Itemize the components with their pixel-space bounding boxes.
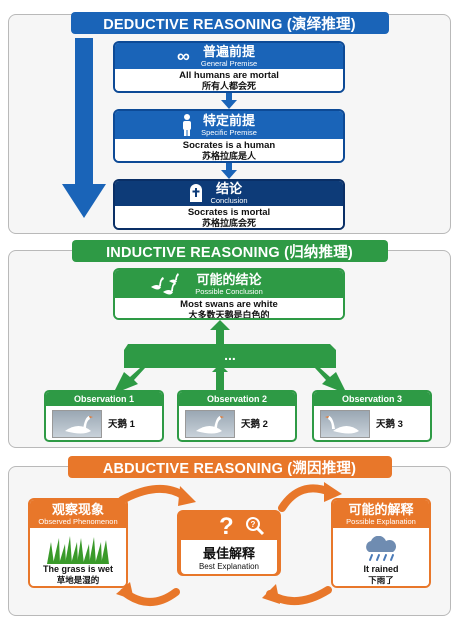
abductive-cycle-arrows: [116, 482, 342, 606]
specific-premise-text: Socrates is a human: [182, 139, 276, 151]
general-premise-title: 普遍前提: [202, 43, 255, 59]
inductive-conclusion-title: 可能的结论: [196, 271, 262, 287]
deductive-conclusion-subtitle: Conclusion: [210, 196, 248, 205]
grass-icon: [47, 536, 109, 564]
swan-photo-1: [52, 410, 102, 438]
deductive-flow-arrow: [62, 38, 106, 218]
general-premise-text: All humans are mortal: [179, 69, 279, 81]
general-premise-subtitle: General Premise: [200, 58, 258, 68]
general-premise-text-cn: 所有人都会死: [201, 80, 256, 91]
general-premise-box: ∞ 普遍前提 General Premise All humans are mo…: [113, 41, 345, 93]
svg-text:?: ?: [251, 520, 256, 529]
best-explanation-title: 最佳解释: [202, 546, 255, 561]
observation-card-3: Observation 3 天鹅 3: [312, 390, 432, 442]
observation-card-1: Observation 1 天鹅 1: [44, 390, 164, 442]
possible-explanation-text-cn: 下雨了: [368, 575, 394, 585]
best-explanation-box: ? ? 最佳解释 Best Explanation: [177, 510, 281, 576]
possible-explanation-title: 可能的解释: [348, 501, 414, 517]
deductive-arrow-2: [221, 163, 237, 179]
observation-title-2: Observation 2: [179, 392, 295, 406]
observation-label-3: 天鹅 3: [376, 419, 403, 430]
observation-label-1: 天鹅 1: [108, 419, 135, 430]
inductive-banner: INDUCTIVE REASONING (归纳推理): [71, 240, 388, 262]
inductive-conclusion-text: Most swans are white: [180, 298, 278, 310]
observed-phenomenon-text-cn: 草地是湿的: [56, 575, 100, 585]
specific-premise-text-cn: 苏格拉底是人: [201, 150, 256, 161]
deductive-banner: DEDUCTIVE REASONING (演绎推理): [70, 12, 389, 34]
specific-premise-title: 特定前提: [202, 112, 255, 128]
observation-title-3: Observation 3: [314, 392, 430, 406]
deductive-conclusion-box: 结论 Conclusion Socrates is mortal 苏格拉底会死: [113, 179, 345, 230]
observed-phenomenon-title: 观察现象: [51, 501, 104, 517]
possible-explanation-box: 可能的解释 Possible Explanation It rained 下雨了: [331, 498, 431, 588]
observed-phenomenon-box: 观察现象 Observed Phenomenon The grass is we…: [28, 498, 128, 588]
rain-cloud-icon: [366, 536, 397, 561]
possible-explanation-text: It rained: [363, 564, 399, 574]
observed-phenomenon-subtitle: Observed Phenomenon: [38, 516, 118, 526]
best-explanation-subtitle: Best Explanation: [198, 562, 260, 571]
specific-premise-box: 特定前提 Specific Premise Socrates is a huma…: [113, 109, 345, 163]
deductive-conclusion-text: Socrates is mortal: [187, 206, 271, 218]
deductive-conclusion-text-cn: 苏格拉底会死: [201, 217, 256, 228]
observation-title-1: Observation 1: [46, 392, 162, 406]
swan-photo-2: [185, 410, 235, 438]
inductive-conclusion-subtitle: Possible Conclusion: [195, 286, 263, 296]
inductive-connector: [114, 320, 346, 392]
specific-premise-subtitle: Specific Premise: [201, 127, 257, 137]
infinity-icon: ∞: [177, 46, 190, 66]
swans-icon: [151, 273, 179, 295]
magnifier-icon: ?: [246, 517, 265, 536]
swan-photo-3: [320, 410, 370, 438]
tombstone-icon: [190, 184, 202, 202]
inductive-ellipsis: ...: [224, 347, 236, 363]
observation-card-2: Observation 2 天鹅 2: [177, 390, 297, 442]
possible-explanation-subtitle: Possible Explanation: [346, 516, 416, 526]
abductive-banner: ABDUCTIVE REASONING (溯因推理): [67, 456, 392, 478]
question-icon: ?: [219, 513, 234, 540]
observed-phenomenon-text: The grass is wet: [42, 564, 114, 574]
deductive-arrow-1: [221, 93, 237, 109]
deductive-conclusion-title: 结论: [215, 181, 242, 196]
person-icon: [183, 114, 191, 136]
observation-label-2: 天鹅 2: [241, 419, 268, 430]
inductive-conclusion-box: 可能的结论 Possible Conclusion Most swans are…: [113, 268, 345, 320]
inductive-conclusion-text-cn: 大多数天鹅是白色的: [188, 309, 270, 320]
